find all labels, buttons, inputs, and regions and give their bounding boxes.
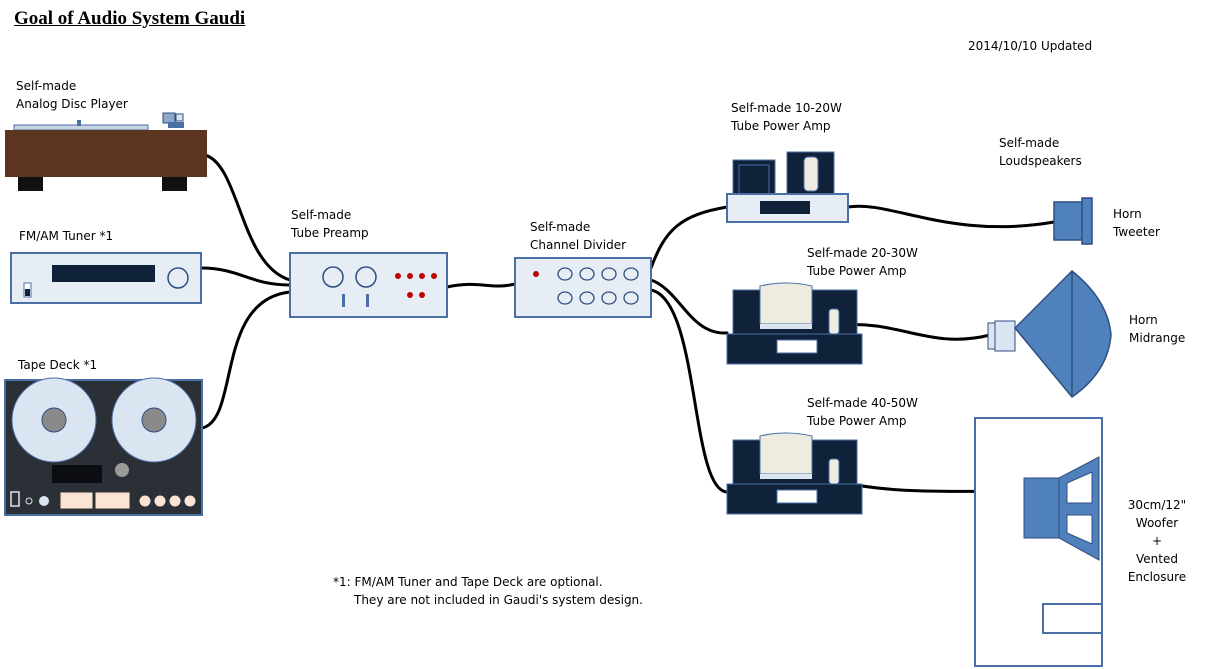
tape-deck-icon (4, 377, 203, 516)
cable-tuner-preamp (199, 266, 292, 287)
power-amp-mid-icon (726, 282, 863, 365)
tuner-icon (10, 252, 202, 304)
updated-date: 2014/10/10 Updated (968, 39, 1093, 53)
label-disc-player: Self-made Analog Disc Player (16, 79, 128, 111)
cable-amp-midrange (838, 322, 992, 341)
cable-divider-amp-mid (649, 278, 729, 335)
cable-tape-preamp (200, 290, 292, 430)
label-midrange: Horn Midrange (1129, 313, 1186, 345)
horn-midrange-icon (987, 269, 1112, 399)
cable-disc-preamp (203, 153, 292, 282)
woofer-enclosure-icon (974, 417, 1103, 667)
cable-divider-amp-low (649, 288, 729, 494)
power-amp-high-icon (726, 151, 849, 223)
footnote: *1: FM/AM Tuner and Tape Deck are option… (333, 575, 643, 607)
label-preamp: Self-made Tube Preamp (291, 208, 369, 240)
label-tape-deck: Tape Deck *1 (18, 358, 98, 372)
power-amp-low-icon (726, 432, 863, 515)
label-divider: Self-made Channel Divider (530, 220, 627, 252)
label-amp-low: Self-made 40-50W Tube Power Amp (807, 396, 918, 428)
channel-divider-icon (514, 257, 652, 318)
cable-preamp-divider (445, 282, 517, 289)
preamp-icon (289, 252, 448, 318)
page-title: Goal of Audio System Gaudi (14, 8, 246, 29)
label-tuner: FM/AM Tuner *1 (19, 229, 114, 243)
label-loudspeakers: Self-made Loudspeakers (999, 136, 1082, 168)
cable-amp-tweeter (846, 204, 1056, 229)
turntable-icon (5, 112, 207, 191)
label-woofer: 30cm/12" Woofer + Vented Enclosure (1127, 498, 1187, 584)
label-amp-mid: Self-made 20-30W Tube Power Amp (807, 246, 918, 278)
horn-tweeter-icon (1053, 197, 1093, 245)
label-amp-high: Self-made 10-20W Tube Power Amp (731, 101, 842, 133)
label-tweeter: Horn Tweeter (1113, 207, 1160, 239)
cable-divider-amp-high (649, 205, 729, 270)
